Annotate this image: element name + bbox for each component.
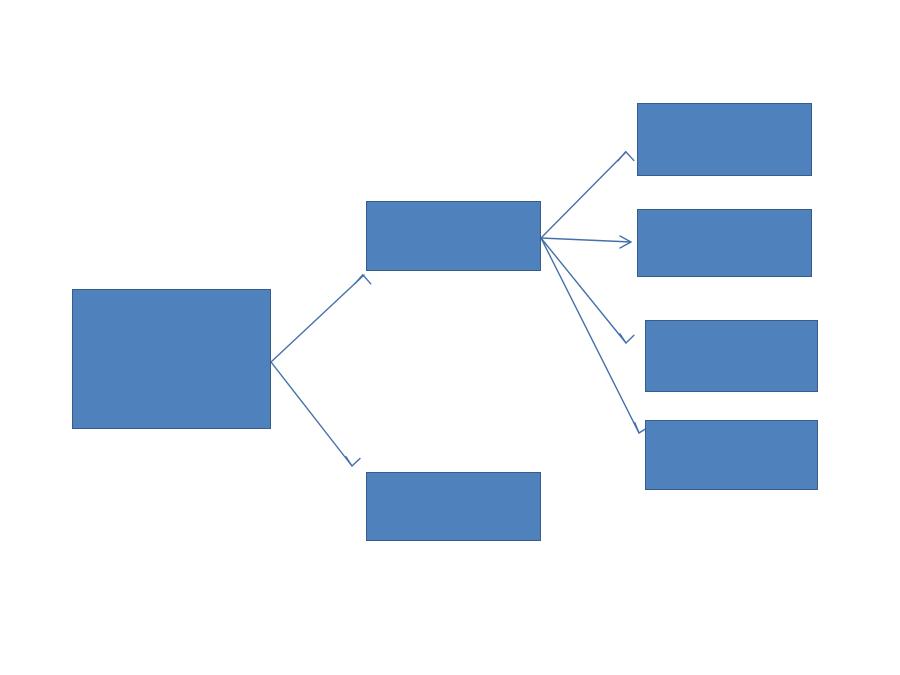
edge-branch-a-leaf-2 [540,235,632,249]
node-root[interactable] [72,289,271,429]
edge-branch-a-leaf-4 [540,237,650,434]
node-leaf-3[interactable] [645,320,818,392]
node-leaf-2[interactable] [637,209,812,277]
node-leaf-1[interactable] [637,103,812,176]
edge-root-branch-a [270,274,372,363]
edge-branch-a-leaf-3 [540,237,635,344]
edge-branch-a-leaf-1 [540,150,635,239]
node-branch-b[interactable] [366,472,541,541]
edge-root-branch-b [270,361,361,467]
node-branch-a[interactable] [366,201,541,271]
node-leaf-4[interactable] [645,420,818,490]
